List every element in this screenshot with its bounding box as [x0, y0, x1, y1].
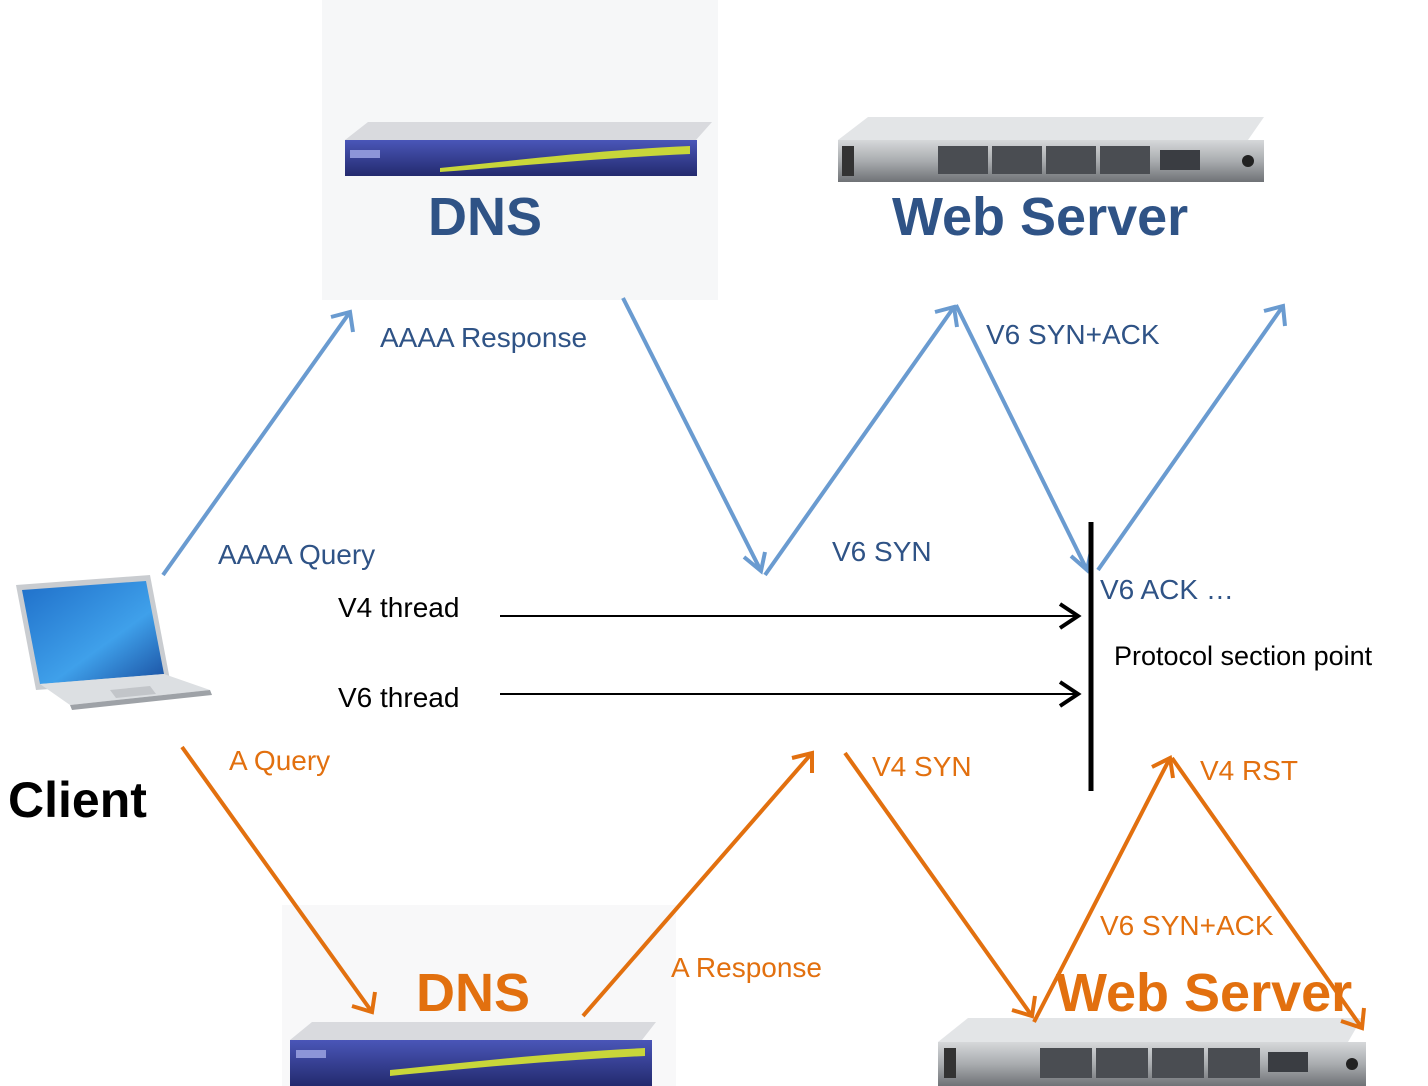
dns-v6-title: DNS	[428, 187, 543, 247]
v4-rst-arrow	[1170, 756, 1364, 1030]
a-response-label: A Response	[671, 952, 822, 983]
v6-synack-lower-label: V6 SYN+ACK	[1100, 910, 1274, 941]
a-response-arrowhead	[791, 750, 814, 773]
v6-synack-arrow	[954, 304, 1089, 571]
aaaa-query-arrow	[161, 310, 352, 577]
v6-synack-label: V6 SYN+ACK	[986, 319, 1160, 350]
dns-v6-server-icon	[345, 122, 712, 176]
v6-syn-arrow	[763, 305, 956, 577]
v6-thread-arrowhead	[1058, 680, 1082, 708]
v6-synack-lower-arrow	[1032, 757, 1172, 1023]
aaaa-response-label: AAAA Response	[380, 322, 588, 353]
v6-ack-arrowhead	[1263, 303, 1287, 327]
ipv6-message-arrows	[161, 297, 1287, 577]
v4-thread-arrowhead	[1058, 602, 1082, 630]
v4-rst-arrowhead	[1340, 1007, 1366, 1031]
dns-v4-server-icon	[290, 1022, 656, 1086]
a-query-arrowhead	[351, 991, 377, 1015]
v6-thread-label: V6 thread	[338, 682, 460, 713]
web-v4-server-icon	[938, 1018, 1366, 1086]
v6-syn-label: V6 SYN	[832, 536, 932, 567]
protocol-section-point-label: Protocol section point	[1114, 641, 1373, 671]
dns-v4-title: DNS	[416, 963, 531, 1023]
v4-rst-label: V4 RST	[1200, 755, 1299, 786]
v6-synack-lower-arrowhead	[1151, 754, 1175, 779]
v4-syn-arrowhead	[1011, 995, 1037, 1019]
v4-thread-label: V4 thread	[338, 592, 460, 623]
a-query-label: A Query	[229, 745, 331, 776]
aaaa-response-arrow	[621, 297, 763, 572]
v4-syn-arrow	[843, 751, 1034, 1018]
v6-syn-arrowhead	[934, 304, 959, 328]
client-title: Client	[8, 772, 147, 828]
v6-ack-label: V6 ACK …	[1100, 574, 1234, 605]
web-v6-title: Web Server	[892, 187, 1189, 247]
a-response-arrow	[581, 751, 814, 1018]
thread-arrows	[500, 602, 1082, 708]
web-v6-server-icon	[838, 117, 1264, 182]
a-query-arrow	[180, 745, 374, 1014]
v4-syn-label: V4 SYN	[872, 751, 972, 782]
aaaa-query-label: AAAA Query	[218, 539, 376, 570]
aaaa-response-arrowhead	[742, 551, 767, 575]
aaaa-query-arrowhead	[330, 309, 355, 333]
web-v4-title: Web Server	[1056, 963, 1353, 1023]
client-laptop-icon	[16, 575, 212, 710]
v6-ack-arrow	[1096, 304, 1285, 572]
ipv4-message-arrows	[180, 745, 1366, 1031]
